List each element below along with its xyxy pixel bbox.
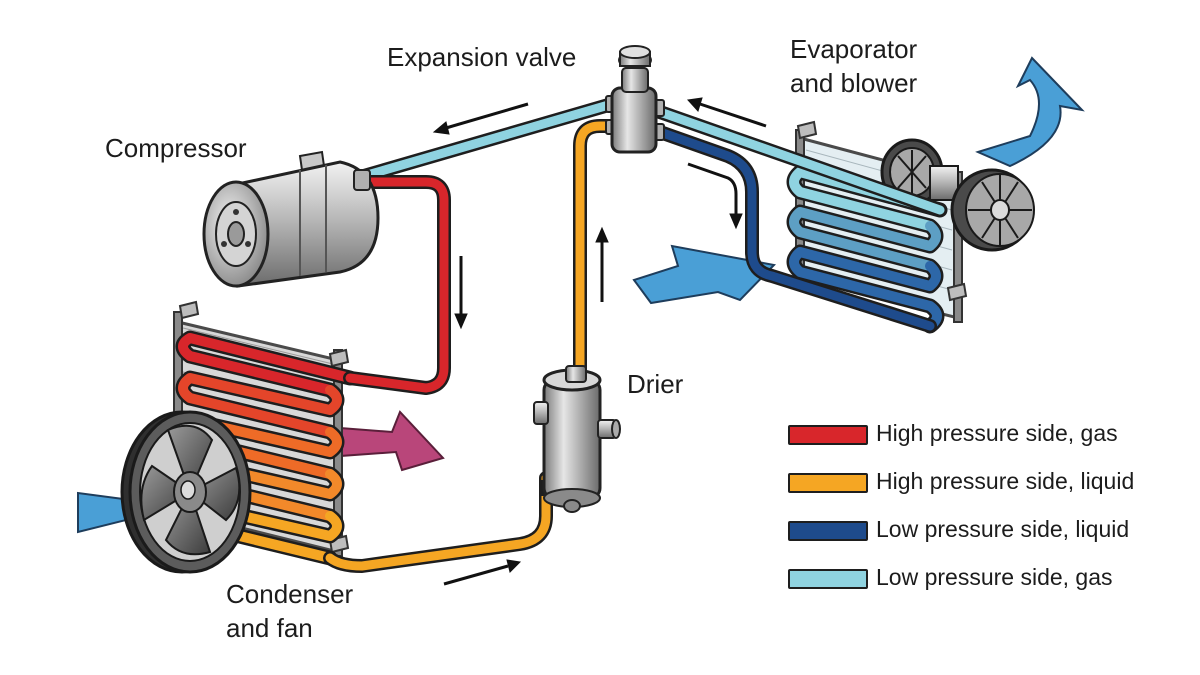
blower xyxy=(880,138,1035,252)
evaporator-label: Evaporator and blower xyxy=(790,32,917,100)
legend-label-low-liquid: Low pressure side, liquid xyxy=(876,516,1130,542)
expansion-valve-label: Expansion valve xyxy=(387,42,577,72)
flow-arrow-from-evaporator xyxy=(686,97,767,128)
cabin-air-in-arrow xyxy=(632,244,777,305)
legend-swatch-low-liquid xyxy=(788,521,868,541)
flow-arrow-down-evaporator-inlet xyxy=(687,162,743,230)
legend-swatch-low-gas xyxy=(788,569,868,589)
flow-arrows xyxy=(432,97,767,586)
compressor-label: Compressor xyxy=(105,133,247,163)
condenser-fan xyxy=(120,410,252,574)
compressor xyxy=(202,150,380,288)
flow-arrow-to-drier xyxy=(443,559,522,586)
legend: High pressure side, gas High pressure si… xyxy=(788,418,1188,610)
evaporator-label-line2: and blower xyxy=(790,68,918,98)
condenser-label: Condenser and fan xyxy=(226,577,353,645)
flow-arrow-up-liquid-line xyxy=(595,226,609,302)
condenser-label-line2: and fan xyxy=(226,613,313,643)
legend-swatch-high-gas xyxy=(788,425,868,445)
flow-arrow-to-compressor xyxy=(432,102,529,135)
legend-item-low-gas: Low pressure side, gas xyxy=(788,562,1188,610)
legend-item-high-gas: High pressure side, gas xyxy=(788,418,1188,466)
evaporator-coil xyxy=(786,164,948,334)
cool-air-out-arrow xyxy=(975,56,1085,168)
flow-arrow-down-gas-line xyxy=(454,256,468,330)
evaporator-label-line1: Evaporator xyxy=(790,34,918,64)
drier-label: Drier xyxy=(627,369,684,399)
legend-item-low-liquid: Low pressure side, liquid xyxy=(788,514,1188,562)
legend-label-high-liquid: High pressure side, liquid xyxy=(876,468,1135,494)
refrigerant-lines xyxy=(323,97,947,573)
line-high-liquid-to-valve xyxy=(573,119,619,377)
hot-air-out-arrow xyxy=(339,410,445,472)
drier xyxy=(533,365,621,513)
legend-label-high-gas: High pressure side, gas xyxy=(876,420,1118,446)
expansion-valve xyxy=(605,45,665,154)
legend-item-high-liquid: High pressure side, liquid xyxy=(788,466,1188,514)
condenser-label-line1: Condenser xyxy=(226,579,354,609)
legend-swatch-high-liquid xyxy=(788,473,868,493)
legend-label-low-gas: Low pressure side, gas xyxy=(876,564,1113,590)
